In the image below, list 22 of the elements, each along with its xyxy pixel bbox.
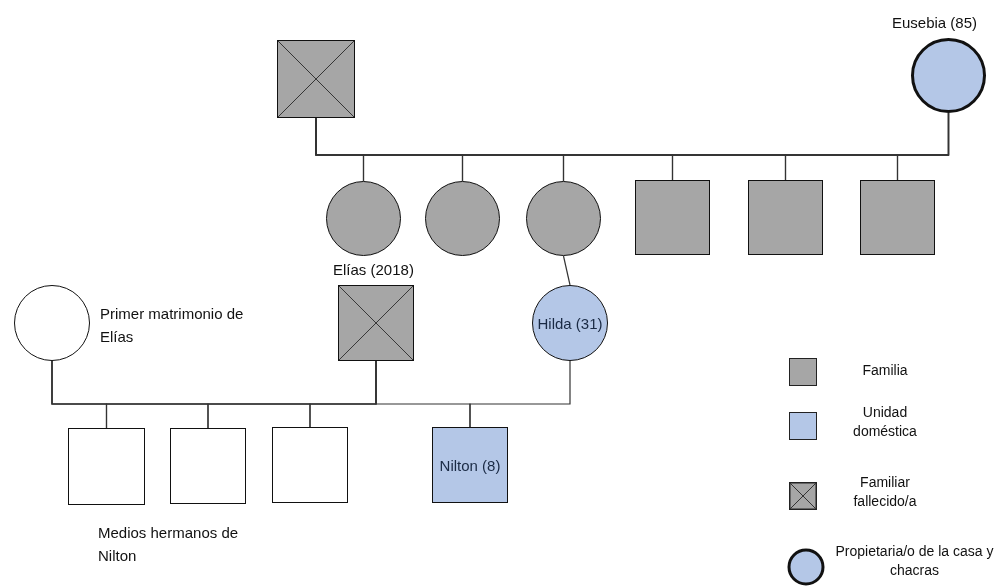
square-symbol bbox=[68, 428, 145, 505]
group-caption: Medios hermanos de Nilton bbox=[98, 523, 240, 566]
legend-label: Propietaria/o de la casa y chacras bbox=[834, 542, 995, 580]
person-name: Elías (2018) bbox=[333, 261, 414, 278]
legend-label: Familia bbox=[861, 361, 909, 380]
deceased-square-symbol bbox=[277, 40, 355, 118]
node-caption: Primer matrimonio de Elías bbox=[100, 304, 245, 347]
connector-line bbox=[469, 360, 571, 428]
square-symbol bbox=[432, 427, 508, 503]
square-symbol bbox=[860, 180, 935, 255]
connector-line bbox=[562, 255, 571, 286]
connector-line bbox=[896, 112, 950, 181]
square-symbol bbox=[748, 180, 823, 255]
legend-label: Familiar fallecido/a bbox=[852, 473, 918, 511]
person-name: Eusebia (85) bbox=[892, 14, 978, 31]
person-name: Hilda (31) bbox=[537, 313, 603, 334]
square-symbol bbox=[170, 428, 246, 504]
deceased-square-symbol bbox=[338, 285, 414, 361]
person-name: Nilton (8) bbox=[438, 455, 502, 476]
square-symbol bbox=[272, 427, 348, 503]
legend-label: Unidad doméstica bbox=[852, 403, 918, 441]
square-symbol bbox=[635, 180, 710, 255]
